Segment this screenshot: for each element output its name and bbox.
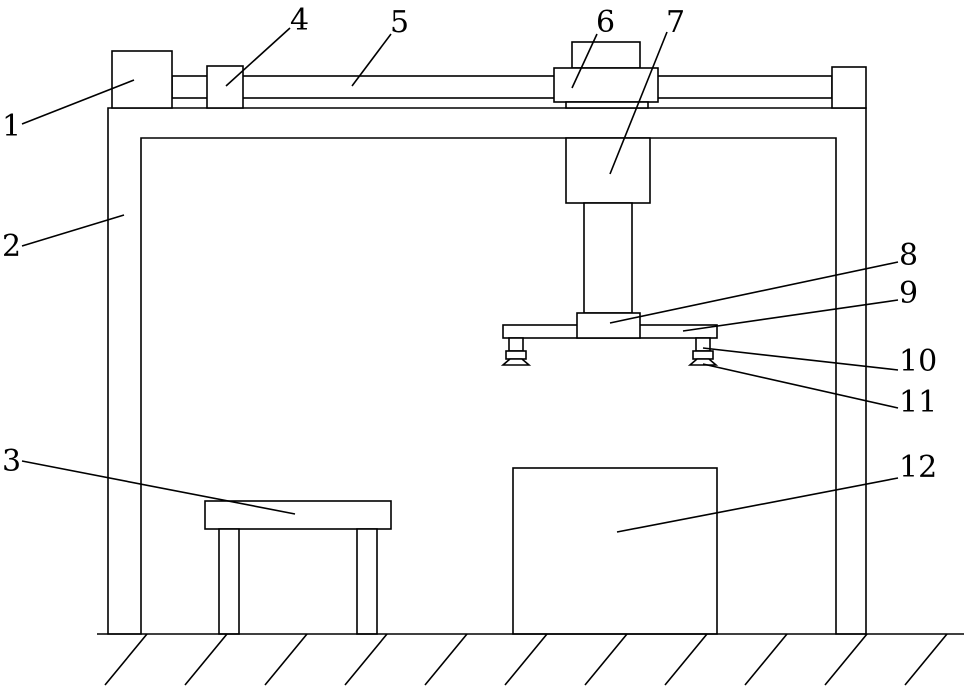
- ground: [97, 634, 964, 685]
- guide-rail: [172, 76, 832, 98]
- table-leg-right: [357, 529, 377, 634]
- table-top: [205, 501, 391, 529]
- small-slider: [207, 66, 243, 108]
- label-2: 2: [2, 229, 21, 264]
- label-7: 7: [666, 5, 685, 40]
- left-motor-block: [112, 51, 172, 108]
- left-suction-assembly: [503, 338, 529, 365]
- right-suction-assembly: [690, 338, 716, 365]
- table: [205, 501, 391, 634]
- carriage: [554, 68, 658, 102]
- label-11: 11: [899, 385, 937, 420]
- label-10: 10: [899, 344, 937, 379]
- label-9: 9: [899, 276, 918, 311]
- label-12: 12: [899, 450, 937, 485]
- label-3: 3: [2, 444, 21, 479]
- leader-3: [22, 461, 295, 514]
- table-leg-left: [219, 529, 239, 634]
- connector-block: [577, 313, 640, 338]
- left-cup-holder: [509, 338, 523, 351]
- right-end-support: [832, 67, 866, 108]
- left-cup-neck: [506, 351, 526, 359]
- right-cup-neck: [693, 351, 713, 359]
- label-8: 8: [899, 238, 918, 273]
- leader-11: [703, 364, 898, 408]
- cylinder-body: [566, 138, 650, 203]
- work-box: [513, 468, 717, 634]
- piston-rod: [584, 203, 632, 313]
- left-suction-cup: [503, 359, 529, 365]
- label-4: 4: [290, 3, 309, 38]
- label-6: 6: [596, 5, 615, 40]
- label-5: 5: [390, 5, 409, 40]
- leader-10: [703, 348, 898, 370]
- carriage-base: [566, 102, 648, 108]
- label-1: 1: [2, 109, 21, 144]
- ground-hatching: [105, 634, 947, 685]
